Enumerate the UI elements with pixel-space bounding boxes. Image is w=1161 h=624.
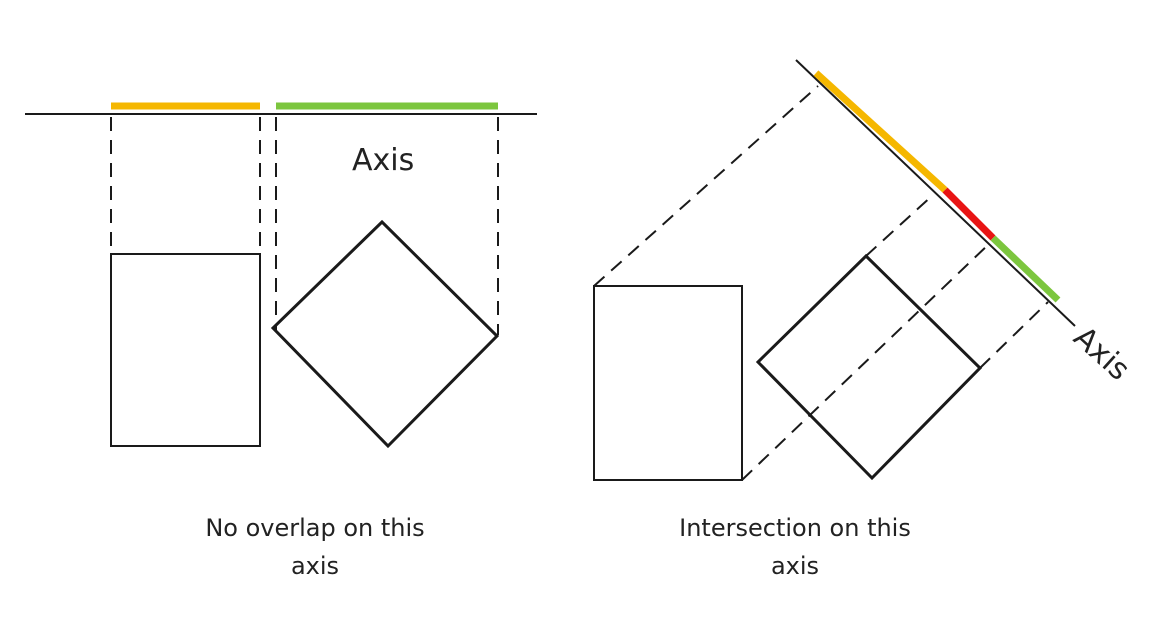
right-caption-line2: axis bbox=[770, 552, 820, 580]
right-diamond-projection bbox=[990, 235, 1061, 303]
left-panel: Axis bbox=[25, 102, 537, 449]
right-axis-line bbox=[795, 59, 1076, 327]
right-axis-label: Axis bbox=[1067, 320, 1137, 388]
right-overlap-projection bbox=[942, 187, 996, 241]
left-caption-line2: axis bbox=[290, 552, 340, 580]
right-diamond-shape bbox=[755, 253, 983, 481]
left-rectangle-shape bbox=[110, 253, 261, 447]
right-rectangle-shape bbox=[593, 285, 743, 481]
left-projection-guides bbox=[110, 117, 499, 335]
right-projection-guides bbox=[593, 85, 1049, 481]
left-caption-line1: No overlap on this bbox=[205, 514, 425, 542]
right-panel: Axis bbox=[593, 59, 1137, 481]
right-caption: Intersection on this axis bbox=[640, 509, 950, 585]
left-diamond-shape bbox=[270, 219, 500, 449]
left-caption: No overlap on this axis bbox=[180, 509, 450, 585]
left-axis-label: Axis bbox=[352, 143, 414, 178]
right-rectangle-projection bbox=[813, 70, 948, 193]
right-caption-line1: Intersection on this bbox=[679, 514, 911, 542]
